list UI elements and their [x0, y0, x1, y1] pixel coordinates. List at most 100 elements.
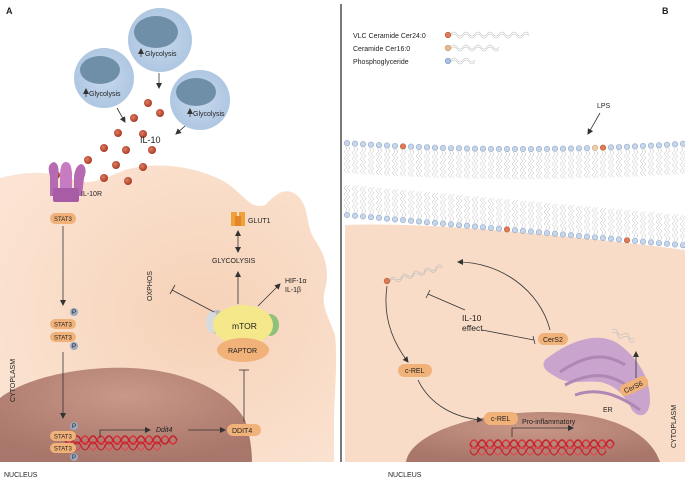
lipid-tail: [607, 208, 612, 236]
lipid-tail: [378, 187, 383, 215]
glycolysis-cell-left: Glycolysis: [74, 48, 134, 108]
stat3-pill-2: [50, 319, 76, 329]
lipid-tail: [447, 150, 452, 179]
panel-a-letter: A: [6, 6, 13, 16]
lipid-head-outer: [423, 144, 430, 151]
lipid-tail: [535, 202, 540, 230]
arrow-left-cell: [116, 107, 126, 123]
lipid-tail: [386, 148, 391, 176]
lipid-tail: [383, 148, 388, 176]
crel-to-nucleus-arrow: [417, 379, 483, 423]
lipid-tail: [418, 149, 423, 178]
lipid-tail: [551, 203, 556, 231]
lipid-tail: [423, 150, 428, 178]
lipid-tail: [578, 205, 583, 233]
legend-label-phospho: Phosphoglyceride: [353, 59, 409, 66]
lipid-head-outer: [575, 145, 582, 152]
lipid-tail: [570, 204, 575, 233]
lipid-head-outer: [551, 145, 558, 152]
lipid-head-inner: [495, 225, 502, 232]
lipid-head-outer: [447, 145, 454, 152]
lipid-tail: [599, 207, 604, 236]
mtor-oxphos-inhibit-line: [171, 289, 215, 313]
lipid-head-inner: [647, 239, 654, 246]
lipid-tail: [474, 151, 479, 179]
il10-label: IL-10: [140, 135, 161, 145]
lipid-tail: [343, 184, 348, 213]
lipid-head-inner: [663, 240, 670, 247]
lipid-tail: [442, 193, 447, 221]
legend-label-vlc: VLC Ceramide Cer24:0: [353, 33, 426, 40]
lipid-head-outer: [415, 144, 422, 151]
lipid-tail: [490, 151, 495, 180]
lipid-tail: [367, 147, 372, 175]
lipid-head-inner: [543, 230, 550, 237]
lipid-tail: [514, 199, 519, 228]
lipid-head-outer: [407, 143, 414, 150]
lipid-tail: [498, 151, 503, 180]
lipid-head-outer: [455, 145, 462, 152]
stat3-label-2: STAT3: [54, 323, 72, 329]
lipid-tail: [415, 149, 420, 178]
lipid-tail: [479, 151, 484, 179]
lipid-head-inner: [415, 218, 422, 225]
lipid-head-outer: [359, 141, 366, 148]
lipid-tail: [487, 151, 492, 180]
lipid-tail: [503, 151, 508, 180]
lipid-tail: [434, 192, 439, 221]
lipid-tail: [586, 206, 591, 234]
lipid-tail: [490, 197, 495, 226]
glycolysis-label-2: Glycolysis: [89, 91, 121, 98]
lipid-tail: [594, 150, 599, 179]
glut1-transporter: [231, 212, 245, 226]
lipid-tail: [546, 151, 551, 180]
lipid-tail: [431, 150, 436, 178]
lipid-head-outer: [519, 145, 526, 152]
lipid-tail: [663, 147, 668, 175]
phospho-2: P: [72, 344, 76, 350]
il10r-label: IL-10R: [81, 191, 102, 198]
lipid-tail: [511, 151, 516, 180]
lipid-head-outer: [615, 144, 622, 151]
mtor-oxphos-inhibit-bar: [169, 284, 176, 295]
lipid-head-inner: [511, 227, 518, 234]
legend: VLC Ceramide Cer24:0 Ceramide Cer16:0 Ph…: [353, 31, 530, 66]
panel-b: B VLC Ceramide Cer24:0 Ceramide Cer16:0 …: [343, 6, 685, 479]
lipid-tail: [615, 149, 620, 178]
lipid-tail: [362, 147, 367, 175]
lipid-head-inner: [399, 217, 406, 224]
lipid-tail: [618, 149, 623, 178]
glycolysis-cell-top: Glycolysis: [128, 8, 192, 72]
lipid-tail: [530, 151, 535, 180]
lipid-tail: [650, 148, 655, 176]
ddit4-pill: [227, 424, 261, 436]
lipid-head-inner: [391, 216, 398, 223]
lipid-tail: [506, 151, 511, 180]
lipid-tail: [351, 146, 356, 174]
lipid-tail: [594, 207, 599, 235]
lipid-head-inner: [639, 238, 646, 245]
lipid-head-outer: [631, 143, 638, 150]
lipid-head-outer: [399, 143, 406, 150]
il10-inhibit-ceramide-bar: [425, 289, 431, 299]
lipid-head-inner: [423, 219, 430, 226]
lipid-head-inner: [575, 232, 582, 239]
lipid-head-outer: [351, 140, 358, 147]
lipid-head-outer: [503, 145, 510, 152]
lipid-head-inner: [383, 215, 390, 222]
lipid-tail: [458, 151, 463, 179]
lipid-tail: [642, 148, 647, 177]
lipid-head-inner: [615, 236, 622, 243]
lipid-tail: [455, 151, 460, 179]
lipid-tail: [663, 213, 668, 241]
panel-a-cytoplasm-label: CYTOPLASM: [10, 359, 17, 402]
lipid-head-outer: [591, 144, 598, 151]
lipid-tail: [519, 151, 524, 180]
lipid-head-inner: [631, 237, 638, 244]
lipid-tail: [386, 188, 391, 216]
lipid-tail: [450, 150, 455, 179]
lipid-head-outer: [495, 145, 502, 152]
lipid-tail: [410, 149, 415, 177]
